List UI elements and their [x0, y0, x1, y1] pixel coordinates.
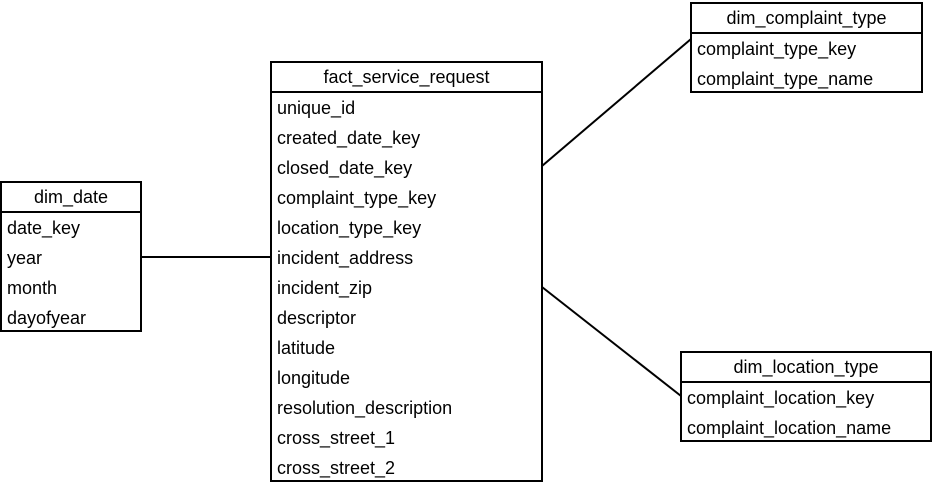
entity-field: complaint_type_name: [697, 69, 874, 89]
entity-field: longitude: [277, 368, 351, 388]
entity-field: cross_street_2: [277, 458, 396, 478]
entity-field: descriptor: [277, 308, 357, 328]
entity-field: month: [7, 278, 58, 298]
entity-field: unique_id: [277, 98, 356, 118]
connector-fact-to-dim-location-type: [541, 286, 682, 397]
entity-field: date_key: [7, 218, 81, 238]
entity-title: fact_service_request: [272, 63, 541, 93]
field-list: complaint_location_key complaint_locatio…: [682, 383, 930, 443]
entity-dim-date[interactable]: dim_date date_key year month dayofyear: [0, 181, 142, 332]
connector-fact-to-dim-complaint-type: [541, 38, 692, 167]
entity-field: closed_date_key: [277, 158, 413, 178]
entity-field: complaint_type_key: [277, 188, 437, 208]
field-list: complaint_type_key complaint_type_name: [692, 34, 921, 94]
field-list: unique_id created_date_key closed_date_k…: [272, 93, 541, 483]
entity-field: cross_street_1: [277, 428, 396, 448]
entity-field: location_type_key: [277, 218, 422, 238]
entity-dim-location-type[interactable]: dim_location_type complaint_location_key…: [680, 351, 932, 442]
entity-title: dim_complaint_type: [692, 4, 921, 34]
entity-field: latitude: [277, 338, 336, 358]
entity-field: created_date_key: [277, 128, 421, 148]
entity-field: dayofyear: [7, 308, 87, 328]
field-list: date_key year month dayofyear: [2, 213, 140, 333]
entity-dim-complaint-type[interactable]: dim_complaint_type complaint_type_key co…: [690, 2, 923, 93]
entity-field: incident_zip: [277, 278, 373, 298]
entity-field: year: [7, 248, 43, 268]
entity-field: incident_address: [277, 248, 414, 268]
entity-field: complaint_location_key: [687, 388, 875, 408]
entity-field: complaint_type_key: [697, 39, 857, 59]
entity-field: complaint_location_name: [687, 418, 892, 438]
entity-fact-service-request[interactable]: fact_service_request unique_id created_d…: [270, 61, 543, 482]
entity-field: resolution_description: [277, 398, 453, 418]
entity-title: dim_date: [2, 183, 140, 213]
entity-title: dim_location_type: [682, 353, 930, 383]
